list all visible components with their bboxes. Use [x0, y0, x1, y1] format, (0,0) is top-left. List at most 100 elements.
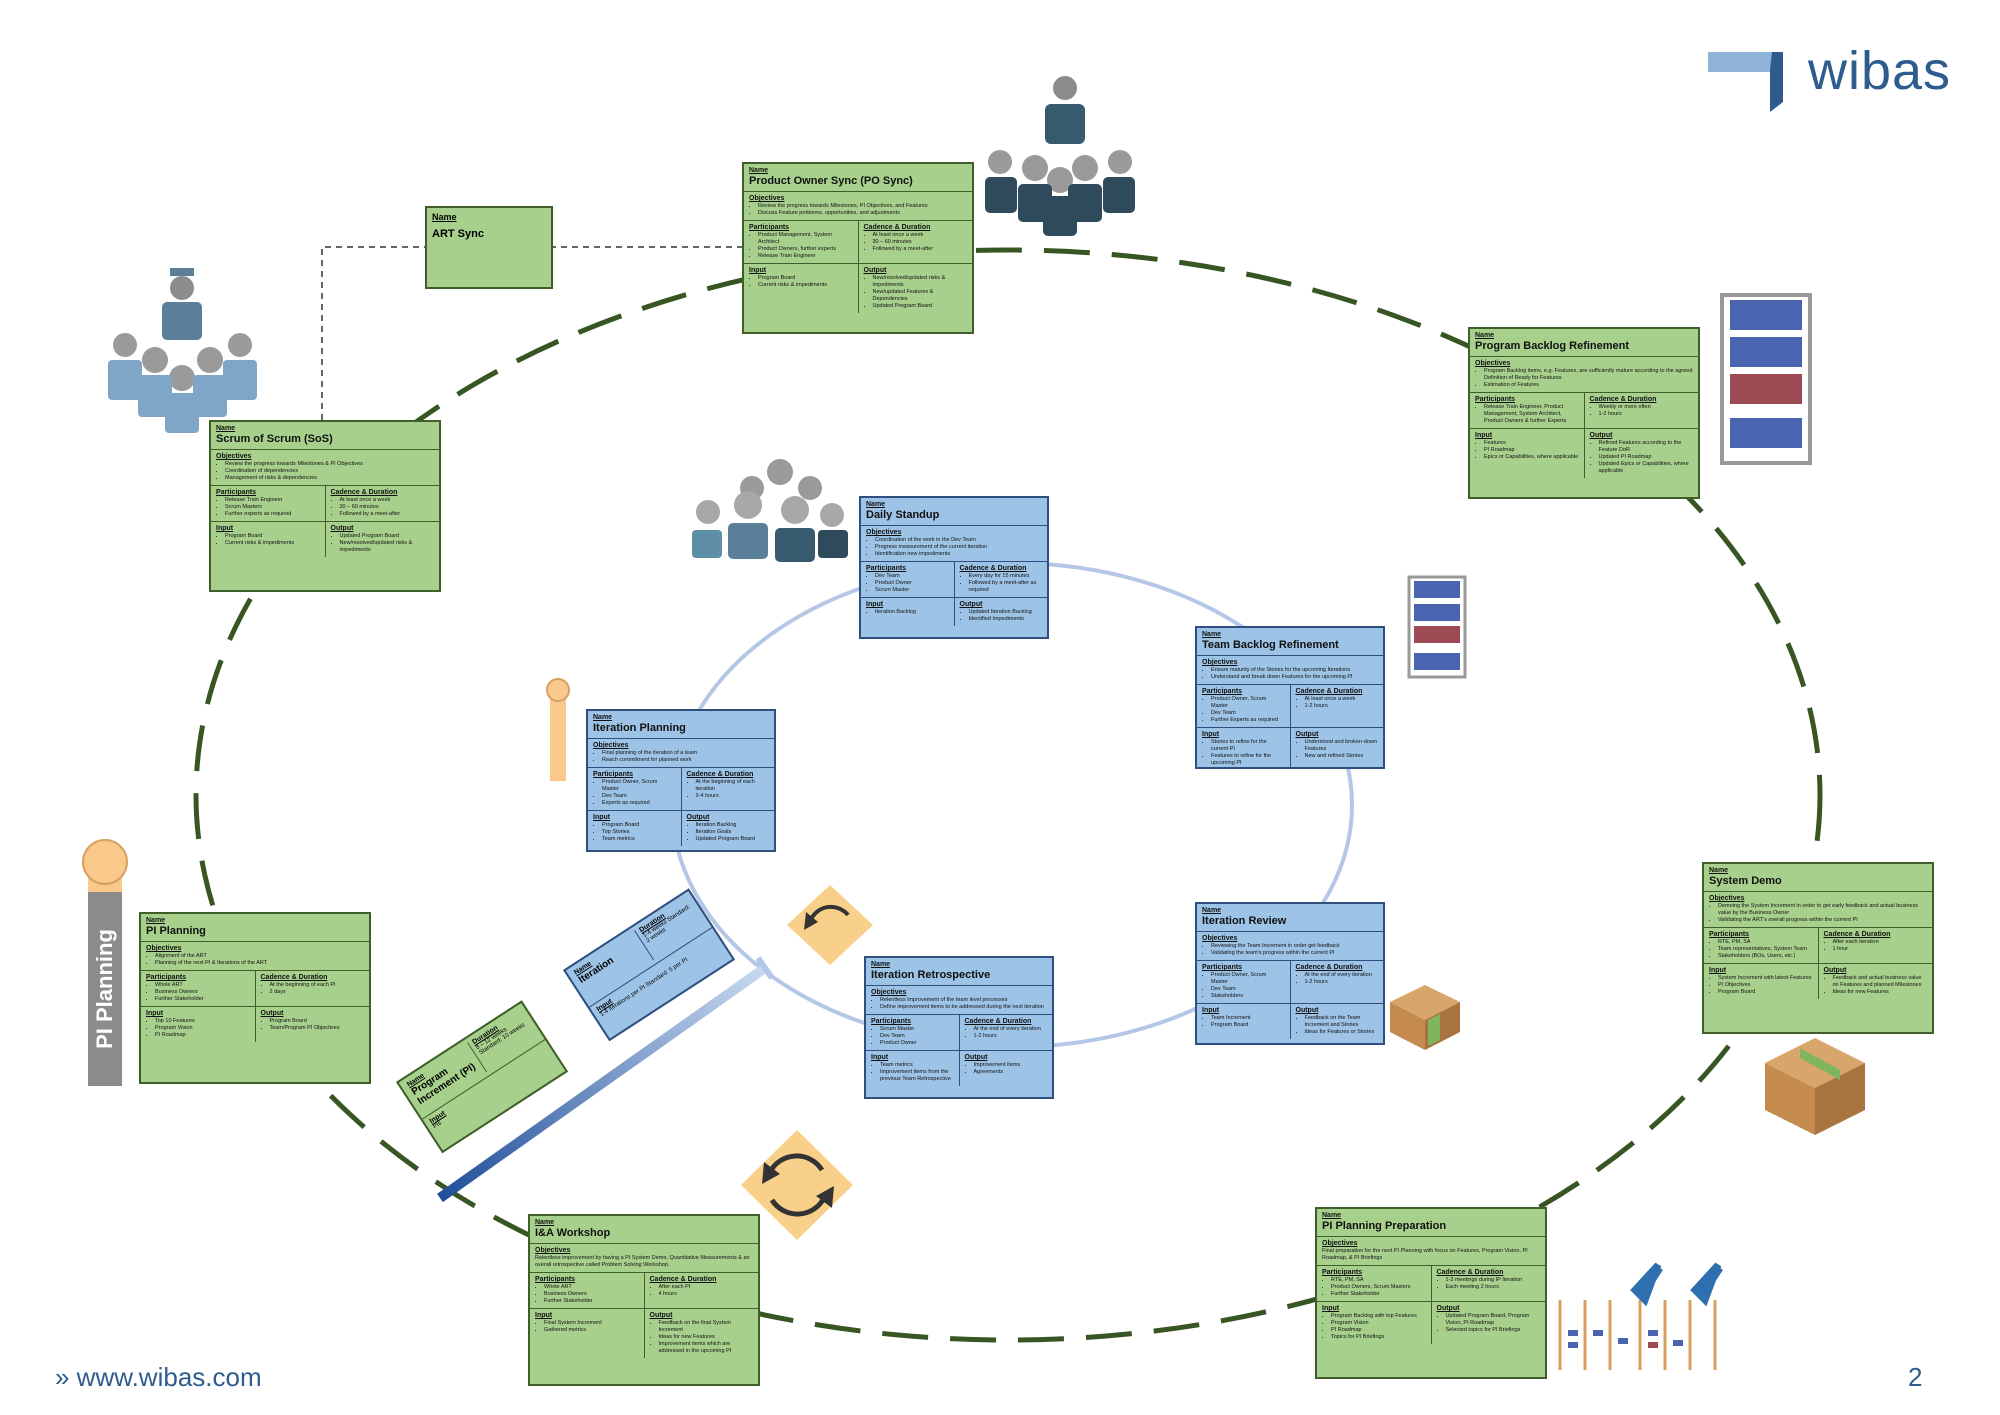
input-item: Stories to refine for the current PI — [1211, 739, 1285, 753]
output-item: Ideas for new Features — [1833, 989, 1928, 996]
participant-item: Further Stakeholder — [1331, 1291, 1426, 1298]
card-title: Iteration Planning — [593, 722, 686, 734]
objectives-label: Objectives — [749, 195, 785, 202]
cadence-item: After each PI — [659, 1284, 754, 1291]
cadence-item: Followed by a meet-after as required — [969, 580, 1043, 594]
timeline-tick — [755, 956, 775, 980]
package-icon-large — [1765, 1038, 1865, 1135]
input-item: Features to refine for the upcoming PI — [1211, 753, 1285, 767]
input-item: Features — [1484, 440, 1579, 447]
name-label: Name — [1202, 631, 1222, 638]
output-item: Updated Epics or Capabilities, where app… — [1599, 461, 1694, 475]
participant-item: Business Owners — [544, 1291, 639, 1298]
output-item: Program Board — [270, 1018, 365, 1025]
team-people-icon — [692, 459, 848, 562]
output-item: New/updated Features & Dependencies — [873, 289, 968, 303]
cadence-item: 1-2 meetings during IP Iteration — [1446, 1277, 1541, 1284]
participant-item: Release Train Engineer — [758, 253, 853, 260]
participants-label: Participants — [1475, 396, 1516, 403]
cadence-label: Cadence & Duration — [686, 771, 754, 778]
participant-item: Product Management, System Architect — [758, 232, 853, 246]
participant-item: Product Owners, further experts — [758, 246, 853, 253]
cadence-item: 4 hours — [659, 1291, 754, 1298]
cadence-label: Cadence & Duration — [1823, 931, 1891, 938]
output-item: Improvement items — [974, 1062, 1048, 1069]
input-label: Input — [1475, 432, 1493, 439]
cadence-item: After each iteration — [1833, 939, 1928, 946]
participants-label: Participants — [535, 1276, 576, 1283]
objective-item: Review the progress towards Milestones &… — [225, 461, 434, 468]
output-item: Updated PI Roadmap — [1599, 454, 1694, 461]
input-item: Team Increment — [1211, 1015, 1285, 1022]
brand-name: wibas — [1808, 41, 1952, 101]
name-label: Name — [146, 917, 166, 924]
participant-item: Scrum Masters — [225, 504, 320, 511]
cadence-item: At the beginning of each PI — [270, 982, 365, 989]
objective-item: Validating the team's progress within th… — [1211, 950, 1378, 957]
participants-label: Participants — [146, 974, 187, 981]
cadence-label: Cadence & Duration — [1436, 1269, 1504, 1276]
cadence-item: 1-2 hours — [974, 1033, 1048, 1040]
name-label: Name — [1202, 907, 1222, 914]
input-item: Gathered metrics — [544, 1327, 639, 1334]
input-item: Team metrics — [880, 1062, 954, 1069]
pi-cycle-ring — [193, 247, 1823, 1343]
cadence-item: At the beginning of each iteration — [696, 779, 770, 793]
participants-label: Participants — [866, 565, 907, 572]
art-sync-card: Name ART Sync — [425, 206, 553, 289]
participant-item: Dev Team — [1211, 710, 1285, 717]
participant-item: Further experts as required — [225, 511, 320, 518]
cadence-item: 1-2 hours — [1599, 411, 1694, 418]
output-item: Improvement items which are addressed in… — [659, 1341, 754, 1355]
objective-item: Define improvement items to be addressed… — [880, 1004, 1047, 1011]
output-item: Feedback and actual business value on Fe… — [1833, 975, 1928, 989]
cadence-item: At the end of every iteration — [974, 1026, 1048, 1033]
output-item: Updated Program Board — [696, 836, 770, 843]
art-sync-name-label: Name — [432, 212, 457, 222]
output-label: Output — [863, 267, 887, 274]
input-item: Top 10 Features — [155, 1018, 250, 1025]
output-item: Feedback on the final System Increment — [659, 1320, 754, 1334]
input-item: Improvement items from the previous Team… — [880, 1069, 954, 1083]
objective-item: Identification new impediments — [875, 551, 1042, 558]
participant-item: Team representatives, System Team — [1718, 946, 1813, 953]
input-item: PI Roadmap — [1331, 1327, 1426, 1334]
objective-item: Coordination of the work in the Dev Team — [875, 537, 1042, 544]
output-item: Updated Program Board — [340, 533, 435, 540]
participant-item: Scrum Master — [880, 1026, 954, 1033]
name-label: Name — [535, 1219, 555, 1226]
output-item: Selected topics for PI Briefings — [1446, 1327, 1541, 1334]
output-item: Updated Iteration Backlog — [969, 609, 1043, 616]
card-title: Iteration Review — [1202, 915, 1287, 927]
card-title: Iteration Retrospective — [871, 969, 991, 981]
participant-item: Stakeholders — [1211, 993, 1285, 1000]
participant-item: RTE, PM, SA — [1718, 939, 1813, 946]
objective-item: Relentless improvement of the team level… — [880, 997, 1047, 1004]
card-title: Product Owner Sync (PO Sync) — [749, 175, 913, 187]
objective-item: Understand and break down Features for t… — [1211, 674, 1378, 681]
output-label: Output — [964, 1054, 988, 1061]
participant-item: Product Owner, Scrum Master — [602, 779, 676, 793]
footer-url[interactable]: » www.wibas.com — [55, 1362, 262, 1392]
participant-item: Stakeholders (BOs, Users, etc.) — [1718, 953, 1813, 960]
output-label: Output — [649, 1312, 673, 1319]
name-label: Name — [593, 714, 613, 721]
name-label: Name — [866, 501, 886, 508]
objective-item: Discuss Feature problems, opportunities,… — [758, 210, 967, 217]
participants-label: Participants — [216, 489, 257, 496]
objective-item: Planning of the next PI & Iterations of … — [155, 960, 364, 967]
people-group-icon — [985, 76, 1135, 236]
cadence-item: 1-2 hours — [1305, 703, 1379, 710]
participant-item: Whole ART — [544, 1284, 639, 1291]
objective-item: Validating the ART's overall progress wi… — [1718, 917, 1927, 924]
participant-item: Product Owner, Scrum Master — [1211, 972, 1285, 986]
objective-item: Progress measurement of the current iter… — [875, 544, 1042, 551]
participants-label: Participants — [749, 224, 790, 231]
objective-item: Reach commitment for planned work — [602, 757, 769, 764]
participant-item: Release Train Engineer, Product Manageme… — [1484, 404, 1579, 425]
cadence-item: Weekly or more often — [1599, 404, 1694, 411]
cadence-label: Cadence & Duration — [330, 489, 398, 496]
